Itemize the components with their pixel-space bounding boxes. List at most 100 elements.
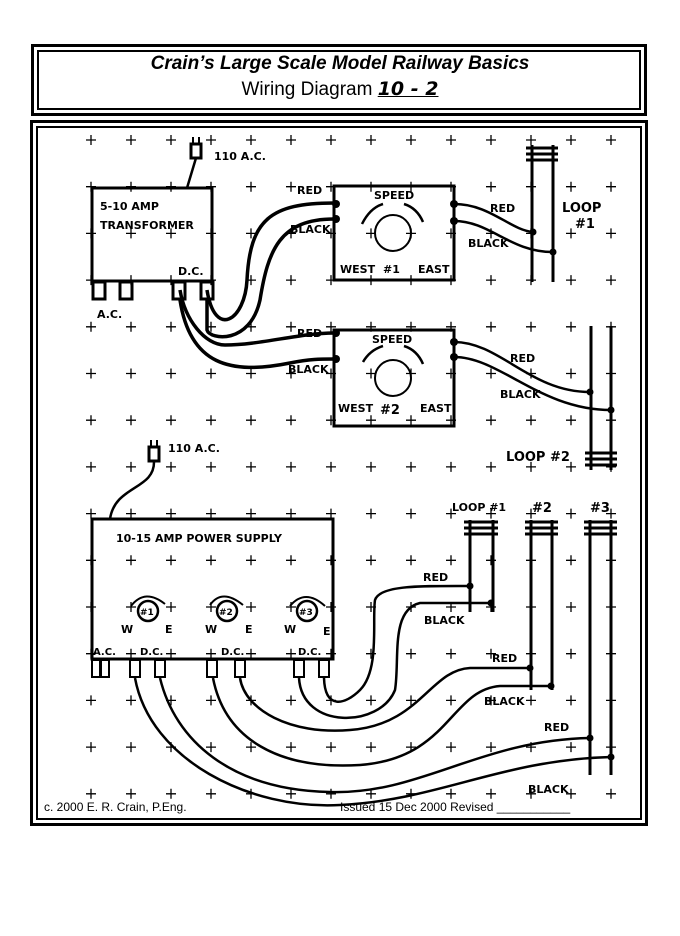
grid-cross	[246, 368, 256, 379]
grid-cross	[126, 228, 136, 239]
terminal-dot	[450, 217, 458, 225]
label-red-ps-loop2: RED	[492, 652, 517, 665]
arrow-right-icon	[403, 202, 425, 223]
grid-cross	[166, 508, 176, 519]
grid-cross	[566, 415, 576, 426]
wire-red-loop1	[322, 584, 471, 703]
transformer-label-2: TRANSFORMER	[100, 219, 194, 232]
grid-cross	[566, 742, 576, 753]
throttle-2-knob-icon	[374, 359, 412, 397]
grid-cross	[486, 368, 496, 379]
grid-cross	[486, 135, 496, 145]
throttle-2-box	[332, 328, 456, 428]
throttle-2-number: #2	[380, 403, 400, 418]
grid-cross	[86, 415, 96, 426]
grid-cross	[246, 602, 256, 612]
knob-2-icon	[215, 599, 239, 623]
copyright-text: c. 2000 E. R. Crain, P.Eng.	[44, 800, 187, 814]
grid-cross	[526, 508, 536, 519]
grid-cross	[286, 368, 296, 379]
grid-cross	[166, 461, 176, 472]
grid-cross	[486, 695, 496, 706]
knob-3-icon	[295, 599, 319, 623]
bottom-loop-2-label: #2	[532, 501, 552, 516]
transformer-ac-label: A.C.	[97, 308, 122, 321]
grid-cross	[486, 461, 496, 472]
grid-cross	[606, 788, 616, 799]
grid-cross	[486, 788, 496, 799]
knob-3-west: W	[284, 623, 296, 636]
bottom-loop-1-label: LOOP #1	[452, 501, 506, 514]
grid-cross	[326, 508, 336, 519]
grid-cross	[126, 742, 136, 753]
grid-cross	[446, 788, 456, 799]
arrow-right-icon	[403, 344, 425, 365]
label-black-ps-loop3: BLACK	[528, 783, 569, 796]
ac-terminal-2	[118, 280, 134, 301]
grid-cross	[246, 415, 256, 426]
label-black-t2-in: BLACK	[288, 363, 329, 376]
grid-cross	[206, 788, 216, 799]
grid-cross	[606, 181, 616, 192]
grid-cross	[86, 788, 96, 799]
grid-cross	[566, 555, 576, 566]
power-supply-label: 10-15 AMP POWER SUPPLY	[116, 532, 283, 545]
throttle-2-west: WEST	[338, 402, 374, 415]
subtitle-prefix: Wiring Diagram	[241, 79, 373, 100]
grid-cross	[206, 508, 216, 519]
transformer-box	[90, 186, 214, 283]
grid-cross	[86, 742, 96, 753]
throttle-2-east: EAST	[420, 402, 452, 415]
knob-3-label: #3	[299, 608, 313, 618]
terminal-dot	[450, 200, 458, 208]
wire-red-t1-in	[205, 201, 335, 322]
throttle-1: SPEED WEST #1 EAST	[332, 184, 456, 282]
dc3-terminal-2	[318, 659, 330, 678]
grid-cross	[406, 415, 416, 426]
grid-cross	[126, 368, 136, 379]
grid-cross	[286, 555, 296, 566]
grid-cross	[566, 648, 576, 659]
grid-cross	[566, 461, 576, 472]
grid-cross	[486, 181, 496, 192]
wire-black-t2-out	[453, 355, 612, 412]
knob-1-label: #1	[140, 608, 154, 618]
wire-black-loop3	[133, 677, 612, 807]
knob-1-east: E	[165, 623, 173, 636]
grid-cross	[166, 648, 176, 659]
wire-red-loop3	[158, 677, 591, 794]
loop-2-ties	[585, 451, 617, 467]
throttle-1-knob-icon	[374, 214, 412, 252]
grid-cross	[126, 555, 136, 566]
label-red-ps-loop3: RED	[544, 721, 569, 734]
grid-cross	[86, 368, 96, 379]
grid-cross	[406, 508, 416, 519]
grid-cross	[566, 508, 576, 519]
terminal-dot	[450, 338, 458, 346]
grid-cross	[526, 321, 536, 332]
grid-cross	[606, 228, 616, 239]
grid-cross	[286, 508, 296, 519]
ps-dc-label-1: D.C.	[140, 647, 163, 658]
grid-cross	[326, 135, 336, 145]
label-black-ps-loop2: BLACK	[484, 695, 525, 708]
grid-cross	[286, 461, 296, 472]
diagram-title: Crain’s Large Scale Model Railway Basics	[150, 53, 530, 74]
grid-cross	[366, 555, 376, 566]
issued-text: Issued 15 Dec 2000 Revised ___________	[340, 800, 571, 814]
grid-cross	[486, 321, 496, 332]
ps-ac-label: A.C.	[93, 647, 116, 658]
transformer-plug-label: 110 A.C.	[214, 150, 266, 163]
grid-cross	[166, 321, 176, 332]
wire-black-t2-in	[178, 299, 335, 370]
bottom-loop-3-ties	[584, 520, 617, 536]
throttle-1-speed-label: SPEED	[374, 189, 414, 202]
grid-cross	[86, 461, 96, 472]
grid-cross	[206, 461, 216, 472]
grid-cross	[286, 135, 296, 145]
grid-cross	[126, 461, 136, 472]
ps-knob-1: #1 W E	[121, 595, 173, 636]
grid-cross	[126, 508, 136, 519]
grid-cross	[86, 695, 96, 706]
diagram-frame-inner	[36, 126, 642, 820]
